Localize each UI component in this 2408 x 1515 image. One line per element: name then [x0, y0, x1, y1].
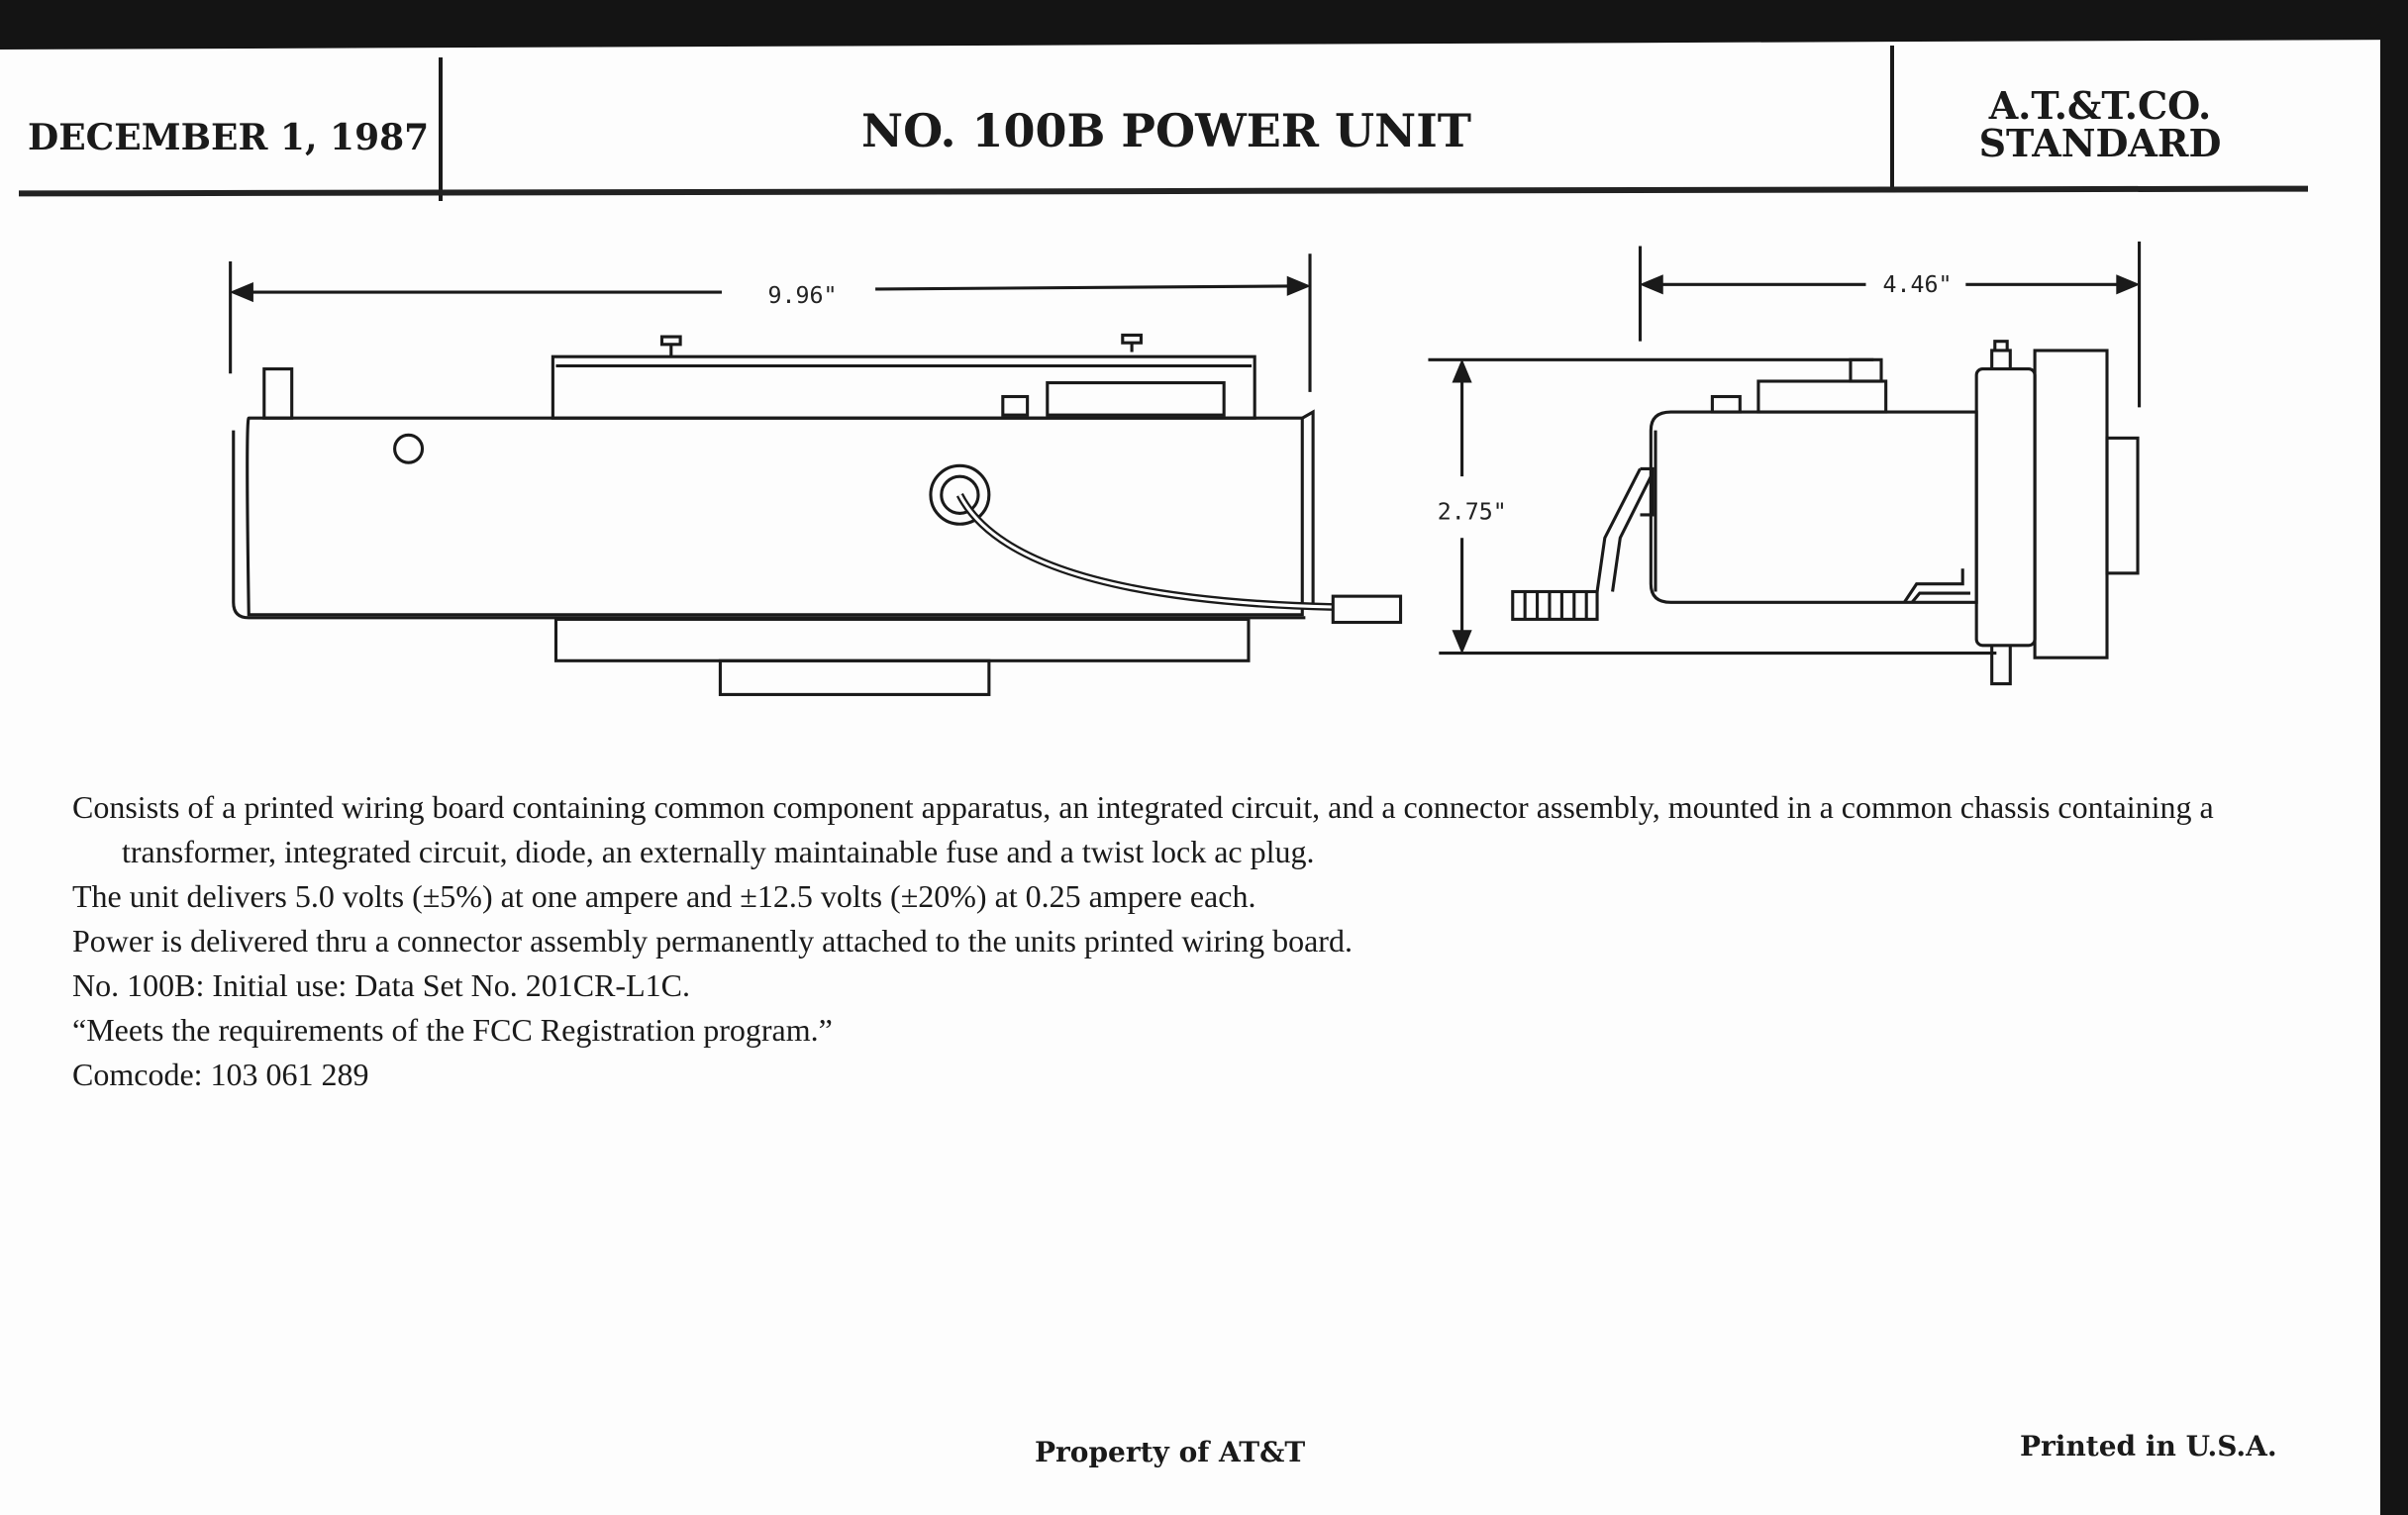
description: Consists of a printed wiring board conta…: [72, 785, 2300, 1097]
issue-date: DECEMBER 1, 1987: [28, 117, 430, 158]
end-view: 4.46" 2.75": [1428, 241, 2142, 686]
height-dimension: 2.75": [1438, 499, 1507, 526]
header-divider: [1890, 46, 1894, 192]
printed-notice: Printed in U.S.A.: [2020, 1430, 2277, 1463]
description-paragraph: Power is delivered thru a connector asse…: [72, 923, 1353, 959]
side-view: 9.96": [229, 253, 1403, 696]
length-dimension: 9.96": [768, 282, 838, 309]
description-paragraph: Consists of a printed wiring board conta…: [72, 789, 2214, 869]
page-title: NO. 100B POWER UNIT: [861, 104, 1471, 157]
width-dimension: 4.46": [1883, 271, 1953, 298]
header-divider: [439, 57, 443, 201]
description-paragraph: The unit delivers 5.0 volts (±5%) at one…: [72, 878, 1256, 914]
scan-border-right: [2380, 0, 2408, 1515]
standard-label: A.T.&T.CO. STANDARD: [1892, 87, 2308, 162]
comcode: Comcode: 103 061 289: [72, 1057, 369, 1092]
standard-line2: STANDARD: [1978, 121, 2222, 165]
description-paragraph: No. 100B: Initial use: Data Set No. 201C…: [72, 967, 690, 1003]
description-paragraph: “Meets the requirements of the FCC Regis…: [72, 1012, 833, 1048]
standard-line1: A.T.&T.CO.: [1988, 83, 2212, 128]
property-notice: Property of AT&T: [1035, 1436, 1306, 1468]
